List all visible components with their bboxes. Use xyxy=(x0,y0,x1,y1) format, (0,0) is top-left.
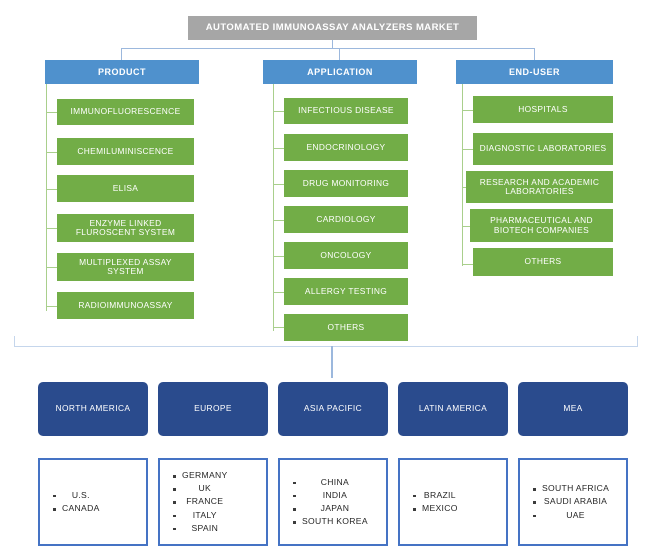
connector-category-bus xyxy=(121,48,535,49)
region-latin-america[interactable]: LATIN AMERICA xyxy=(398,382,508,436)
elbow-application-3 xyxy=(273,184,284,185)
connector-title-stem xyxy=(332,40,333,48)
leaf-product-elisa[interactable]: ELISA xyxy=(57,175,194,202)
elbow-application-1 xyxy=(273,111,284,112)
region-mea[interactable]: MEA xyxy=(518,382,628,436)
country-item: SOUTH KOREA xyxy=(293,515,368,528)
leaf-application-cardiology[interactable]: CARDIOLOGY xyxy=(284,206,408,233)
country-item: GERMANY xyxy=(173,469,228,482)
region-brace-left-tick xyxy=(14,336,15,346)
elbow-application-7 xyxy=(273,327,284,328)
connector-application-drop xyxy=(339,48,340,60)
country-item: CANADA xyxy=(53,502,100,515)
country-item: UK xyxy=(173,482,228,495)
leaf-application-infectious-disease[interactable]: INFECTIOUS DISEASE xyxy=(284,98,408,124)
connector-enduser-drop xyxy=(534,48,535,60)
leaf-product-multiplexed-assay-system[interactable]: MULTIPLEXED ASSAY SYSTEM xyxy=(57,253,194,281)
leaf-product-radioimmunoassay[interactable]: RADIOIMMUNOASSAY xyxy=(57,292,194,319)
country-item: JAPAN xyxy=(293,502,368,515)
leaf-end-user-hospitals[interactable]: HOSPITALS xyxy=(473,96,613,123)
country-item: U.S. xyxy=(53,489,100,502)
elbow-product-1 xyxy=(46,112,57,113)
country-item: CHINA xyxy=(293,476,368,489)
country-item: BRAZIL xyxy=(413,489,458,502)
spine-product xyxy=(46,84,47,311)
region-brace-stem xyxy=(331,346,333,378)
spine-end-user xyxy=(462,84,463,266)
elbow-application-5 xyxy=(273,256,284,257)
leaf-end-user-pharmaceutical-and-biotech-companies[interactable]: PHARMACEUTICAL AND BIOTECH COMPANIES xyxy=(470,209,613,242)
elbow-product-6 xyxy=(46,306,57,307)
leaf-application-oncology[interactable]: ONCOLOGY xyxy=(284,242,408,269)
diagram-title: AUTOMATED IMMUNOASSAY ANALYZERS MARKET xyxy=(188,16,477,40)
elbow-application-2 xyxy=(273,148,284,149)
country-item: SOUTH AFRICA xyxy=(532,482,609,495)
leaf-end-user-diagnostic-laboratories[interactable]: DIAGNOSTIC LABORATORIES xyxy=(473,133,613,165)
leaf-application-endocrinology[interactable]: ENDOCRINOLOGY xyxy=(284,134,408,161)
leaf-application-drug-monitoring[interactable]: DRUG MONITORING xyxy=(284,170,408,197)
leaf-product-chemiluminiscence[interactable]: CHEMILUMINISCENCE xyxy=(57,138,194,165)
elbow-end-user-4 xyxy=(462,226,473,227)
country-item: ITALY xyxy=(173,509,228,522)
country-item: MEXICO xyxy=(413,502,458,515)
region-brace-bar xyxy=(14,346,638,347)
elbow-application-4 xyxy=(273,220,284,221)
leaf-application-others[interactable]: OTHERS xyxy=(284,314,408,341)
country-item: FRANCE xyxy=(173,495,228,508)
region-brace-right-tick xyxy=(637,336,638,346)
leaf-application-allergy-testing[interactable]: ALLERGY TESTING xyxy=(284,278,408,305)
country-item: UAE xyxy=(532,509,609,522)
country-item: INDIA xyxy=(293,489,368,502)
region-asia-pacific[interactable]: ASIA PACIFIC xyxy=(278,382,388,436)
country-item: SPAIN xyxy=(173,522,228,535)
leaf-end-user-research-and-academic-laboratories[interactable]: RESEARCH AND ACADEMIC LABORATORIES xyxy=(466,171,613,203)
leaf-end-user-others[interactable]: OTHERS xyxy=(473,248,613,276)
connector-product-drop xyxy=(121,48,122,60)
elbow-application-6 xyxy=(273,292,284,293)
country-item: SAUDI ARABIA xyxy=(532,495,609,508)
elbow-end-user-1 xyxy=(462,110,473,111)
category-header-end-user[interactable]: END-USER xyxy=(456,60,613,84)
category-header-product[interactable]: PRODUCT xyxy=(45,60,199,84)
elbow-end-user-5 xyxy=(462,264,473,265)
elbow-product-2 xyxy=(46,152,57,153)
elbow-product-5 xyxy=(46,267,57,268)
leaf-product-immunofluorescence[interactable]: IMMUNOFLUORESCENCE xyxy=(57,99,194,125)
elbow-product-3 xyxy=(46,189,57,190)
region-north-america[interactable]: NORTH AMERICA xyxy=(38,382,148,436)
region-europe[interactable]: EUROPE xyxy=(158,382,268,436)
elbow-end-user-2 xyxy=(462,149,473,150)
leaf-product-enzyme-linked-fluroscent-system[interactable]: ENZYME LINKED FLUROSCENT SYSTEM xyxy=(57,214,194,242)
spine-application xyxy=(273,84,274,331)
country-list-north-america[interactable]: U.S.CANADA xyxy=(38,458,148,546)
country-items-north-america: U.S.CANADA xyxy=(40,489,100,515)
elbow-product-4 xyxy=(46,228,57,229)
category-header-application[interactable]: APPLICATION xyxy=(263,60,417,84)
